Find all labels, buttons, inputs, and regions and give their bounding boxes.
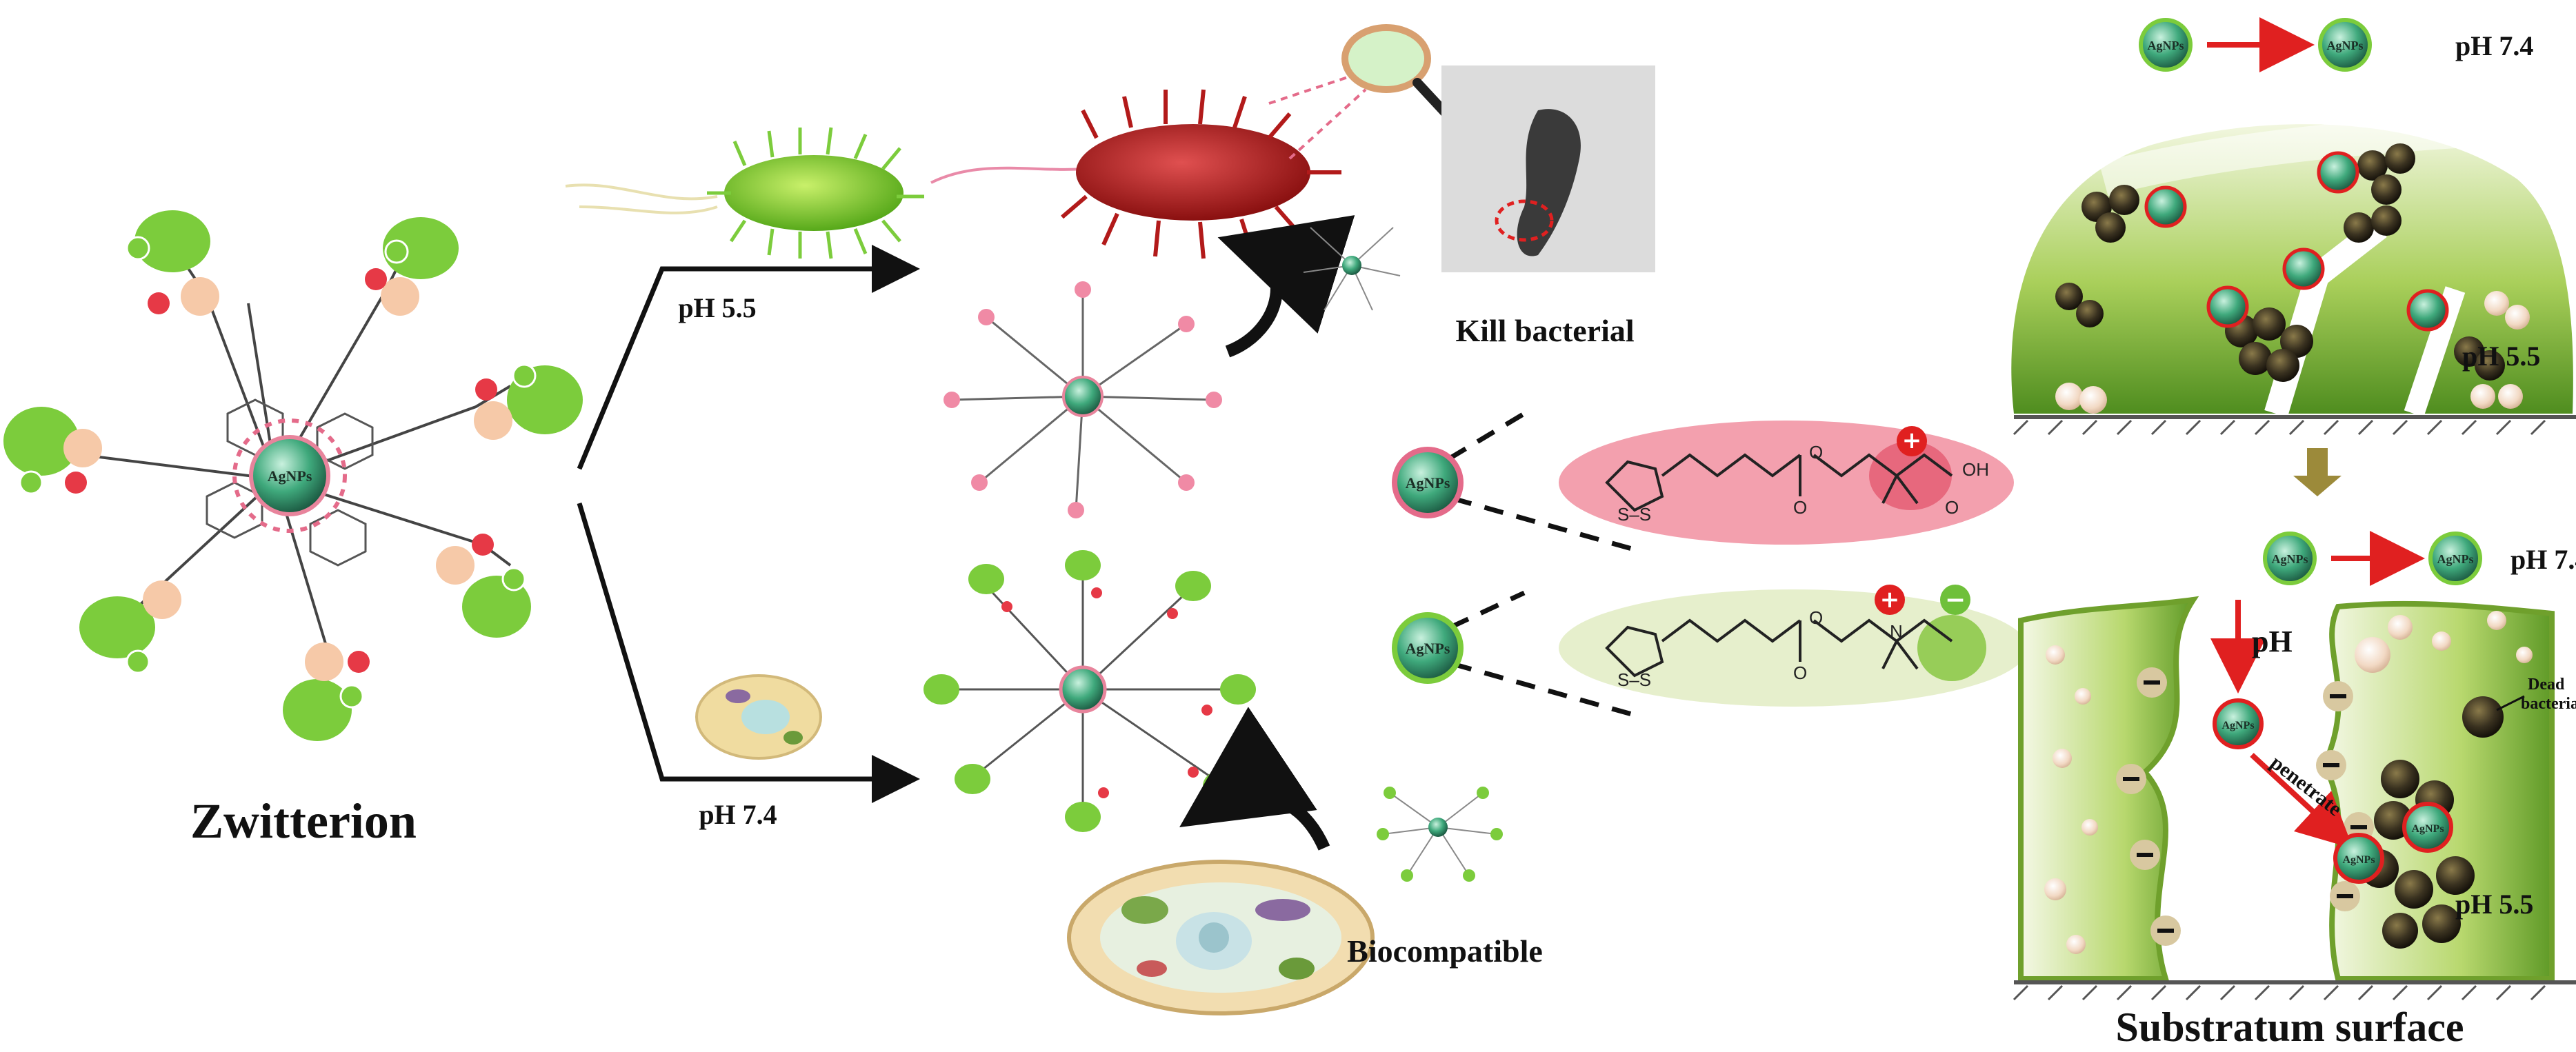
dead-bacterial-pointer — [2496, 695, 2525, 711]
penetrated-np-2 — [2402, 802, 2453, 853]
zwitterion-label: Zwitterion — [190, 793, 417, 849]
charged-np — [2213, 698, 2264, 749]
zw-o-label: O — [1793, 662, 1807, 683]
acidic-np-star — [943, 281, 1222, 518]
tem-image — [1441, 65, 1655, 272]
ph-stimulus-label: pH — [2252, 625, 2293, 658]
acid-oh-label: OH — [1962, 459, 1989, 480]
top-ph-acidic-label: pH 5.5 — [2462, 341, 2540, 372]
neutral-branch-arrow — [577, 502, 920, 803]
zwitterion-head — [365, 217, 459, 316]
zw-minus-label: − — [1945, 586, 1966, 614]
bottom-np-after — [2428, 532, 2482, 585]
biocompatible-cycle-arrow — [1179, 707, 1330, 851]
zw-plus-label: + — [1880, 586, 1900, 614]
zwitterion-head — [126, 210, 219, 316]
small-cell — [695, 674, 822, 760]
large-cell — [1067, 860, 1375, 1015]
zwitterion-head — [3, 407, 102, 495]
core-np-label: AgNPs — [268, 467, 312, 485]
ph-acidic-arrow-label: pH 5.5 — [678, 292, 756, 323]
top-np-neutral-before — [2139, 18, 2193, 72]
penetrated-np-2-label: AgNPs — [2411, 823, 2444, 835]
negative-charge-markers — [2116, 667, 2374, 946]
acid-ester-o-label: O — [1809, 442, 1823, 463]
zw-ester-o-label: O — [1809, 607, 1823, 628]
branch-arrows — [577, 245, 920, 803]
acid-form-np — [1392, 447, 1464, 518]
penetrate-arrow — [2250, 753, 2353, 849]
acidic-branch-arrow — [577, 245, 920, 470]
acid-form-np-label: AgNPs — [1406, 474, 1450, 492]
biocompatible-label: Biocompatible — [1347, 933, 1543, 969]
green-bacterium — [565, 127, 924, 259]
charged-np-label: AgNPs — [2221, 720, 2254, 731]
bottom-np-before — [2263, 532, 2317, 585]
zw-form-np — [1392, 612, 1464, 684]
zwitterion-form-molecule: S–S O O N + − — [1559, 585, 2028, 707]
zwitterion-head — [79, 580, 181, 674]
zw-form-np-label: AgNPs — [1406, 640, 1450, 657]
dead-bacterial-label-1: Dead — [2528, 676, 2565, 694]
top-biofilm-panel: AgNPs AgNPs pH 7.4 — [2011, 17, 2576, 436]
kill-bacterial-label: Kill bacterial — [1455, 313, 1634, 348]
red-bacterium — [930, 89, 1341, 259]
acid-carbonyl-o-label: O — [1945, 497, 1959, 518]
zwitterion-head — [474, 363, 583, 440]
bottom-np-after-label: AgNPs — [2437, 552, 2474, 566]
kill-cycle-arrow — [1217, 215, 1355, 358]
bottom-ph-neutral-label: pH 7.4 — [2510, 544, 2576, 575]
top-np-before-label: AgNPs — [2148, 39, 2184, 52]
small-neutral-star — [1377, 787, 1503, 882]
penetrated-np-1 — [2333, 833, 2384, 884]
zw-n-label: N — [1890, 621, 1903, 642]
penetrated-np-1-label: AgNPs — [2342, 854, 2375, 866]
top-np-after-label: AgNPs — [2327, 39, 2364, 52]
bottom-np-before-label: AgNPs — [2272, 552, 2308, 566]
top-ph-neutral-label: pH 7.4 — [2455, 30, 2533, 61]
acid-ss-label: S–S — [1617, 504, 1651, 525]
acid-plus-label: + — [1902, 427, 1922, 454]
substratum-surface-label: Substratum surface — [2116, 1004, 2464, 1050]
core-nanoparticle — [249, 435, 330, 516]
bottom-ph-acidic-label: pH 5.5 — [2455, 889, 2533, 920]
zwitterion-head — [436, 534, 531, 638]
down-transition-arrow — [2293, 448, 2342, 496]
zwitterion-head — [283, 643, 370, 741]
dead-bacterial-label-2: bacterial — [2521, 695, 2576, 713]
ph-neutral-arrow-label: pH 7.4 — [699, 799, 777, 830]
acid-form-molecule: S–S O O OH O + — [1559, 421, 2014, 545]
top-np-neutral-after — [2318, 18, 2372, 72]
neutral-np-star — [923, 550, 1256, 832]
bottom-biofilm-panel: AgNPs AgNPs pH 7.4 — [2013, 531, 2576, 1001]
zw-ss-label: S–S — [1617, 669, 1651, 690]
small-np-star — [1303, 227, 1401, 311]
acid-o-label: O — [1793, 497, 1807, 518]
magnifier-icon — [1268, 24, 1467, 160]
zwitterion-structure: AgNPs — [3, 210, 583, 849]
